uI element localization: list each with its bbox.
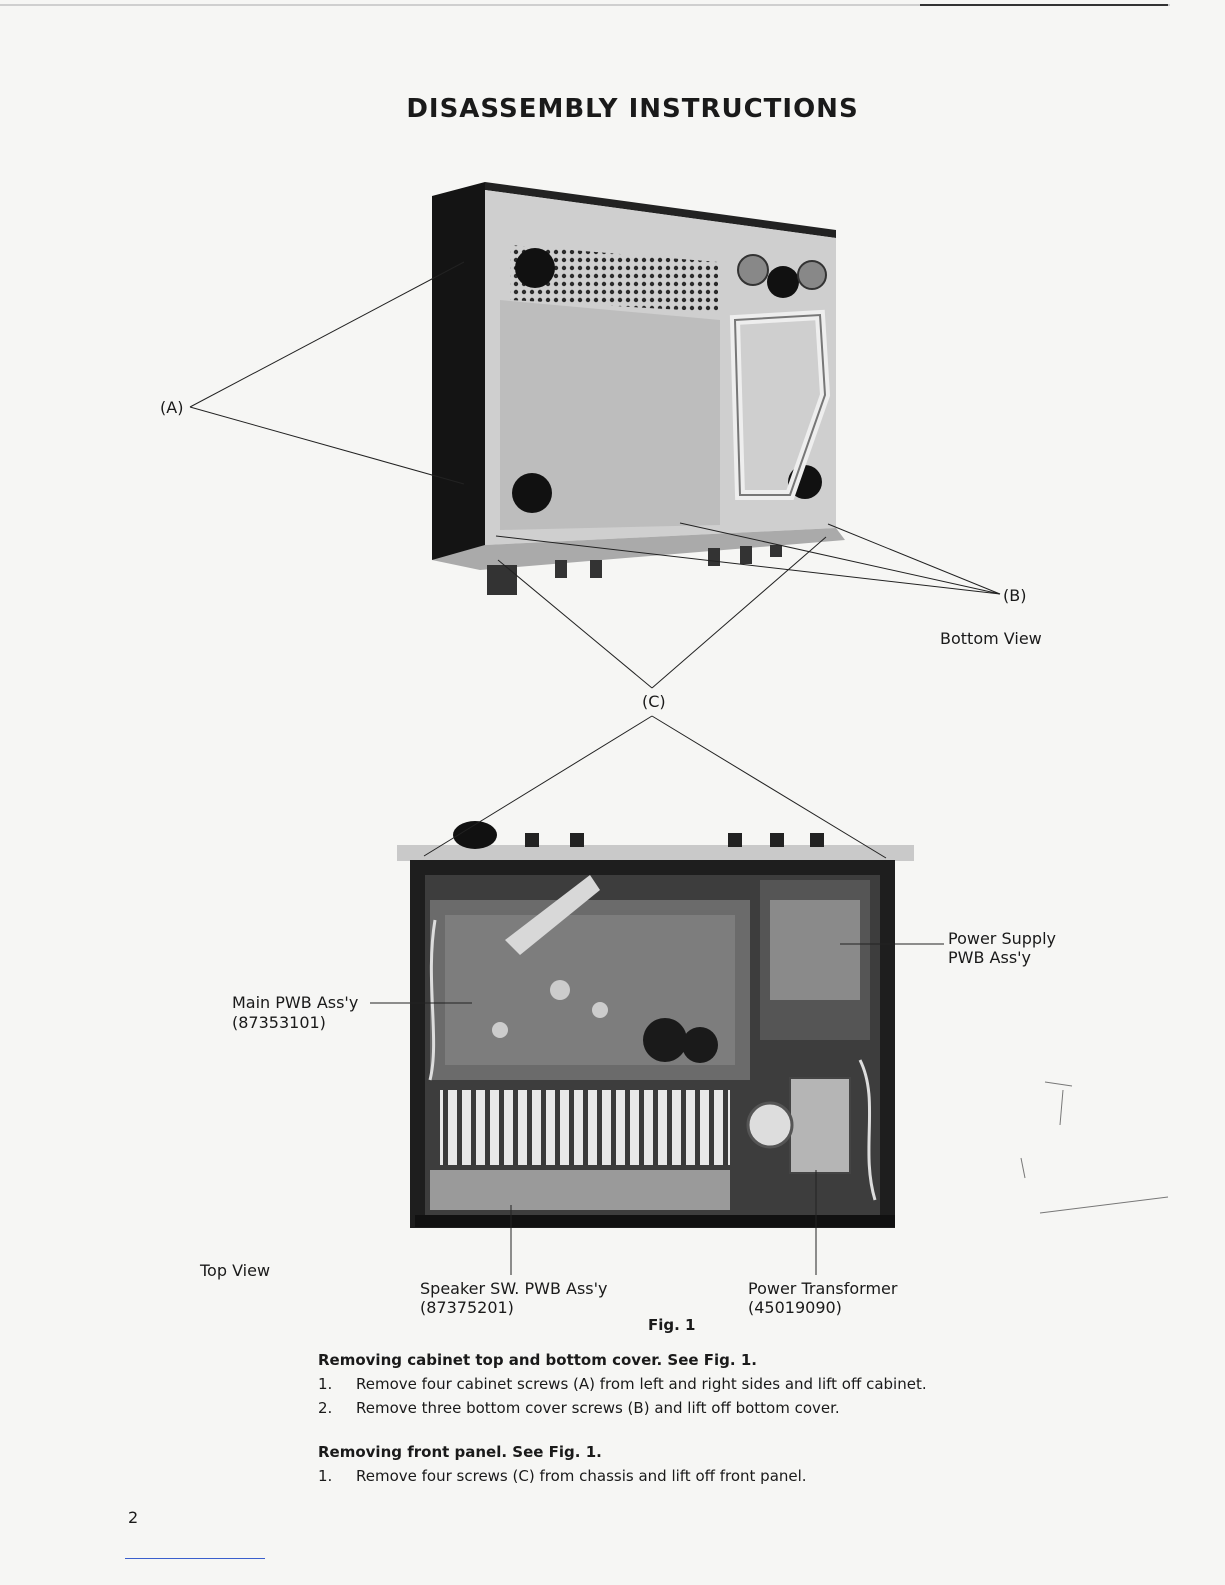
scan-marks bbox=[1020, 1081, 1169, 1214]
speaker-sw-label: Speaker SW. PWB Ass'y bbox=[420, 1279, 608, 1298]
power-supply-label-2: PWB Ass'y bbox=[948, 948, 1032, 967]
power-transformer-part-number: (45019090) bbox=[748, 1298, 842, 1317]
step-text: Remove four screws (C) from chassis and … bbox=[356, 1467, 807, 1485]
top-view-photo bbox=[397, 821, 914, 1228]
instructions: Removing cabinet top and bottom cover. S… bbox=[318, 1348, 1118, 1488]
bottom-view-caption: Bottom View bbox=[940, 629, 1042, 648]
main-pwb-part-number: (87353101) bbox=[232, 1013, 326, 1032]
step-number: 2. bbox=[318, 1399, 333, 1417]
section-heading: Removing cabinet top and bottom cover. S… bbox=[318, 1351, 757, 1369]
top-rule bbox=[0, 4, 1170, 6]
speaker-sw-part-number: (87375201) bbox=[420, 1298, 514, 1317]
bottom-view-photo bbox=[432, 182, 845, 595]
step-number: 1. bbox=[318, 1375, 333, 1393]
top-view-caption: Top View bbox=[200, 1261, 271, 1280]
step-text: Remove four cabinet screws (A) from left… bbox=[356, 1375, 927, 1393]
power-supply-label: Power Supply bbox=[948, 929, 1056, 948]
instruction-step: 2. Remove three bottom cover screws (B) … bbox=[318, 1396, 1118, 1420]
label-b: (B) bbox=[1003, 586, 1027, 605]
leader-lines bbox=[189, 261, 1001, 1275]
section-heading: Removing front panel. See Fig. 1. bbox=[318, 1443, 602, 1461]
main-pwb-label: Main PWB Ass'y bbox=[232, 993, 359, 1012]
step-number: 1. bbox=[318, 1467, 333, 1485]
step-text: Remove three bottom cover screws (B) and… bbox=[356, 1399, 840, 1417]
page-number: 2 bbox=[128, 1508, 139, 1527]
power-transformer-label: Power Transformer bbox=[748, 1279, 898, 1298]
figure-caption: Fig. 1 bbox=[648, 1316, 696, 1334]
instruction-step: 1. Remove four screws (C) from chassis a… bbox=[318, 1464, 1118, 1488]
page-title: DISASSEMBLY INSTRUCTIONS bbox=[406, 94, 859, 124]
instruction-step: 1. Remove four cabinet screws (A) from l… bbox=[318, 1372, 1118, 1396]
link-underline bbox=[125, 1558, 265, 1559]
label-c: (C) bbox=[642, 692, 666, 711]
label-a: (A) bbox=[160, 398, 184, 417]
top-rule-dark bbox=[920, 4, 1168, 6]
